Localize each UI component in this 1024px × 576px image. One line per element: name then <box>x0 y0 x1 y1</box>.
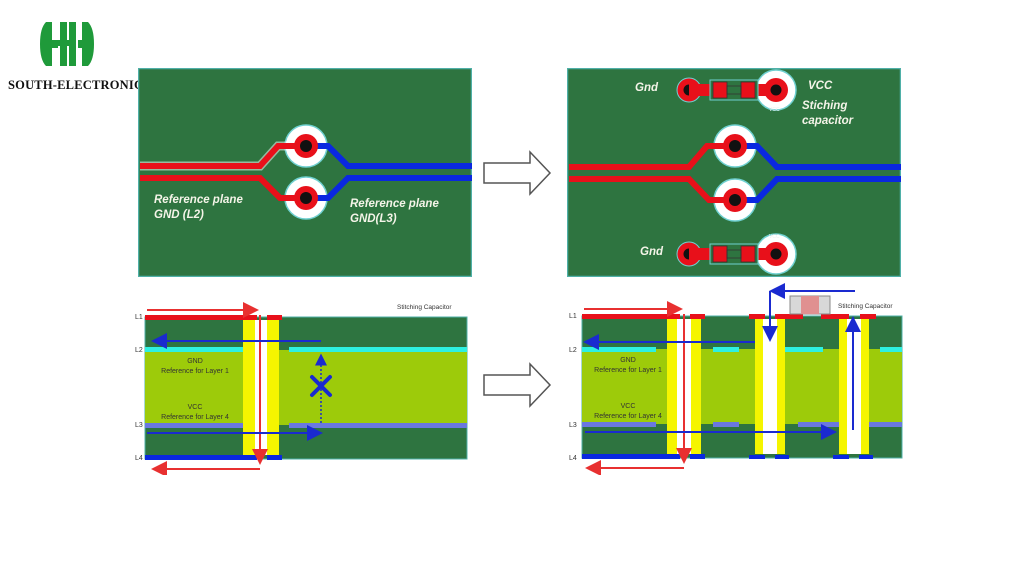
label-gnd-top: Gnd <box>635 82 659 94</box>
diff-trace-red-top <box>140 143 306 169</box>
via-drill <box>729 140 741 152</box>
layer-label-l2: L2 <box>135 347 143 354</box>
label-vcc-small-top: VCC <box>769 107 780 113</box>
gnd-via-barrel <box>777 319 785 454</box>
pcb-top-view-after: VCC VCC Gnd VCC Stiching capacitor Gnd <box>567 68 901 277</box>
gnd-label: GND <box>187 358 203 365</box>
stitching-capacitor-label: Stitching Capacitor <box>838 303 893 310</box>
pcb-board <box>567 68 901 277</box>
trace-l4 <box>145 455 257 460</box>
vcc-via-barrel <box>861 319 869 454</box>
label-vcc-small-bottom: VCC <box>769 234 780 240</box>
trace-l4-pad <box>267 455 282 460</box>
gnd-via-pad-bottom <box>749 455 765 459</box>
diff-trace-red-bottom <box>569 176 735 203</box>
layer-label-l1: L1 <box>135 314 143 321</box>
gnd-plane-l2 <box>783 347 823 352</box>
vcc-plane-l3 <box>582 422 656 427</box>
pcb-board <box>138 68 472 277</box>
brand-logo: SOUTH-ELECTRONIC <box>8 18 143 98</box>
layer-label-l3: L3 <box>569 422 577 429</box>
vcc-label: VCC <box>188 404 203 411</box>
vcc-label: VCC <box>621 403 636 410</box>
gnd-via-pad <box>775 314 803 319</box>
vcc-plane-l3 <box>865 422 902 427</box>
via-barrel <box>691 319 701 454</box>
dielectric-core <box>145 350 467 425</box>
via-drill <box>300 192 312 204</box>
gnd-via-barrel <box>755 319 763 454</box>
gnd-via-pad <box>749 314 765 319</box>
label-ref-plane-l2: Reference plane <box>154 194 243 206</box>
vcc-plane-l3 <box>289 423 467 428</box>
via-barrel <box>267 320 279 455</box>
stitching-capacitor-bottom <box>676 233 797 275</box>
layer-label-l1: L1 <box>569 313 577 320</box>
layer-label-l2: L2 <box>569 347 577 354</box>
trace-l1 <box>145 315 257 320</box>
trace-l4 <box>582 454 680 459</box>
label-gnd-l3: GND(L3) <box>350 213 397 225</box>
gnd-plane-l2 <box>880 347 902 352</box>
right-arrow-outline-icon <box>483 362 552 408</box>
trace-l1-pad <box>690 314 705 319</box>
diff-trace-red-bottom <box>140 175 306 201</box>
via-barrel <box>243 320 255 455</box>
gnd-plane-l2 <box>582 347 656 352</box>
gnd-plane-l2 <box>713 347 739 352</box>
vcc-via-pad-bottom <box>859 455 873 459</box>
trace-l1-pad <box>267 315 282 320</box>
layer-label-l3: L3 <box>135 422 143 429</box>
diff-trace-red-top <box>569 143 735 170</box>
vcc-via-pad <box>860 314 876 319</box>
pcb-top-view-before: Reference plane GND (L2) Reference plane… <box>138 68 472 277</box>
vcc-plane-l3 <box>713 422 739 427</box>
layer-label-l4: L4 <box>135 455 143 462</box>
vcc-via-pad <box>821 314 849 319</box>
stackup-without-capacitor: L1 L2 L3 L4 GND Reference for Layer 1 VC… <box>135 302 468 475</box>
label-vcc-top: VCC <box>808 80 833 92</box>
label-gnd-l2: GND (L2) <box>154 209 204 221</box>
stitching-capacitor-top <box>676 69 797 111</box>
via-barrel <box>667 319 677 454</box>
label-gnd-bottom: Gnd <box>640 246 664 258</box>
logo-mark-icon <box>40 22 94 66</box>
vcc-plane-l3 <box>145 423 243 428</box>
vcc-via-barrel <box>839 319 847 454</box>
gnd-plane-l2 <box>289 347 467 352</box>
via-drill <box>300 140 312 152</box>
right-arrow-outline-icon <box>483 150 552 196</box>
vcc-ref-label: Reference for Layer 4 <box>161 414 229 421</box>
gnd-label: GND <box>620 357 636 364</box>
vcc-ref-label: Reference for Layer 4 <box>594 413 662 420</box>
gnd-plane-l2 <box>145 347 243 352</box>
stackup-with-capacitor: L1 L2 L3 L4 GND Reference for Layer 1 VC… <box>569 283 903 475</box>
label-ref-plane-l3: Reference plane <box>350 198 439 210</box>
gnd-via-pad-bottom <box>775 455 789 459</box>
trace-l1 <box>582 314 680 319</box>
vcc-plane-l3 <box>798 422 843 427</box>
label-capacitor: capacitor <box>802 115 854 127</box>
layer-label-l4: L4 <box>569 455 577 462</box>
gnd-ref-label: Reference for Layer 1 <box>594 367 662 374</box>
vcc-via-pad-bottom <box>833 455 849 459</box>
x-mark-icon <box>310 375 332 397</box>
brand-name: SOUTH-ELECTRONIC <box>8 78 144 92</box>
via-drill <box>729 194 741 206</box>
gnd-ref-label: Reference for Layer 1 <box>161 368 229 375</box>
gnd-via-hole <box>763 319 777 454</box>
label-stitching: Stiching <box>802 100 847 112</box>
trace-l4-pad <box>690 454 705 459</box>
stitching-capacitor-label: Stitching Capacitor <box>397 304 452 311</box>
stitching-capacitor-component <box>789 295 831 315</box>
